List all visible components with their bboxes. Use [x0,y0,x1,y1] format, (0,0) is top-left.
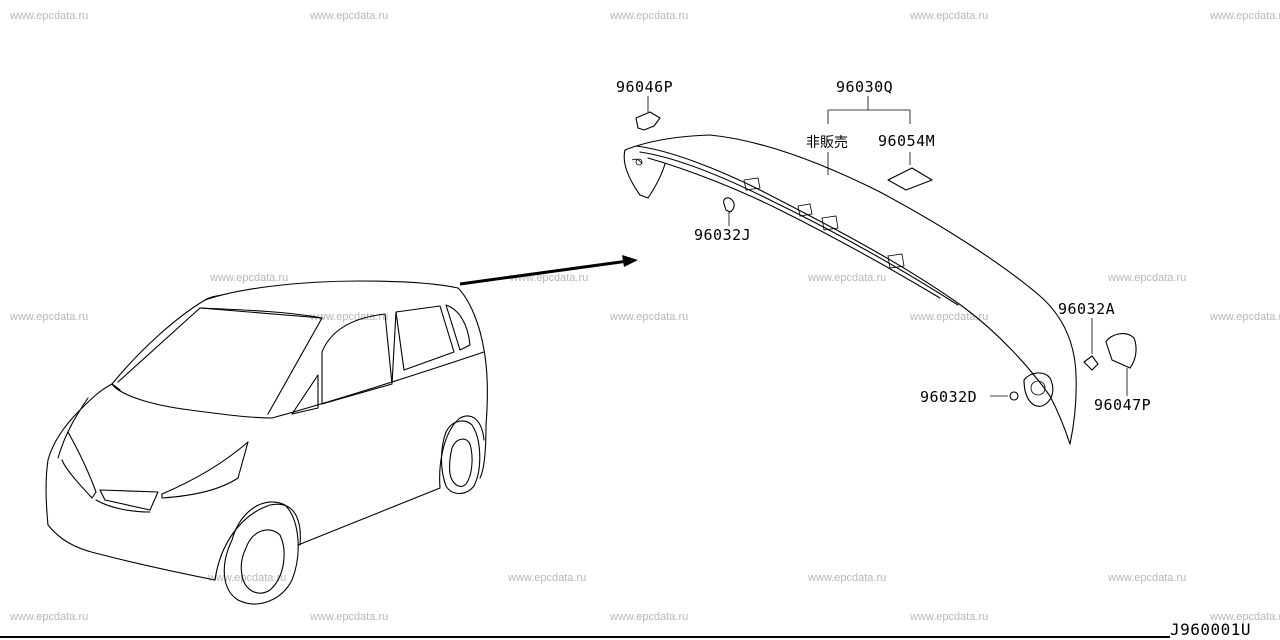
vehicle-illustration [45,280,488,605]
watermark-text: www.epcdata.ru [310,10,389,22]
part-96032J [723,197,735,226]
part-96032A [1083,318,1099,371]
part-label-96032J: 96032J [694,226,752,244]
watermark-text: www.epcdata.ru [910,10,989,22]
watermark-text: www.epcdata.ru [10,611,89,623]
part-label-96054M: 96054M [878,132,936,150]
part-96032D [990,391,1019,401]
watermark-text: www.epcdata.ru [610,611,689,623]
decal-96054M [887,167,933,191]
watermark-text: www.epcdata.ru [610,10,689,22]
label-bracket [827,96,911,175]
watermark-text: www.epcdata.ru [208,572,287,584]
watermark-text: www.epcdata.ru [1210,311,1280,323]
part-label-96047P: 96047P [1094,396,1152,414]
watermark-text: www.epcdata.ru [508,572,587,584]
part-label-96030Q: 96030Q [836,78,894,96]
watermark-text: www.epcdata.ru [1108,272,1187,284]
watermark-text: www.epcdata.ru [910,311,989,323]
watermark-text: www.epcdata.ru [610,311,689,323]
watermark-text: www.epcdata.ru [210,272,289,284]
diagram-code: J960001U [1170,620,1252,639]
watermark-text: www.epcdata.ru [1108,572,1187,584]
part-96047P [1105,333,1137,396]
part-label-96032D: 96032D [920,388,978,406]
watermark-text: www.epcdata.ru [10,10,89,22]
watermark-text: www.epcdata.ru [10,311,89,323]
part-label-not-sold: 非販売 [806,135,848,151]
direction-arrow [459,255,638,286]
rear-spoiler [623,134,1077,445]
watermark-text: www.epcdata.ru [1210,611,1280,623]
part-96046P [635,96,661,131]
part-label-96046P: 96046P [616,78,674,96]
watermark-text: www.epcdata.ru [310,611,389,623]
bottom-rule [0,636,1170,638]
part-label-96032A: 96032A [1058,300,1116,318]
watermark-text: www.epcdata.ru [808,272,887,284]
watermark-text: www.epcdata.ru [910,611,989,623]
watermark-text: www.epcdata.ru [808,572,887,584]
watermark-text: www.epcdata.ru [1210,10,1280,22]
watermark-text: www.epcdata.ru [310,311,389,323]
